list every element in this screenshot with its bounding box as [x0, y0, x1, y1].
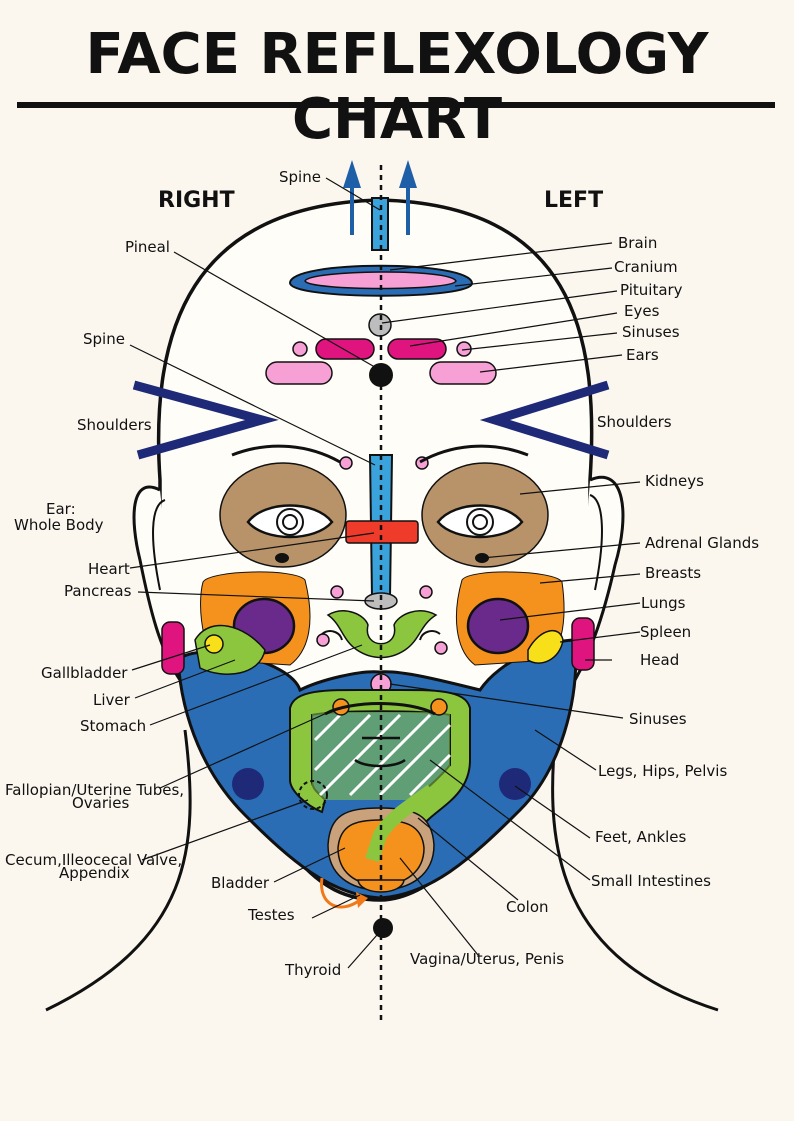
brain-label: Brain — [618, 234, 657, 252]
cecum-label-line2: Appendix — [59, 864, 130, 882]
fallopian-dot-left — [430, 698, 448, 716]
sinuses-chin-label: Sinuses — [629, 710, 687, 728]
thyroid-label: Thyroid — [284, 961, 341, 979]
right-shoulders-mark — [132, 380, 279, 460]
feet-label: Feet, Ankles — [595, 828, 687, 846]
thyroid-zone — [373, 918, 393, 938]
neck-outline-left — [551, 739, 719, 1012]
adrenal-label: Adrenal Glands — [645, 534, 759, 552]
title-underline — [17, 102, 775, 108]
ears-label: Ears — [626, 346, 659, 364]
cecum-dashed-circle — [298, 780, 328, 810]
right-sinus-dot — [292, 341, 308, 357]
small-intestines-hatch — [313, 713, 452, 797]
right-legs-dot — [232, 768, 264, 800]
up-arrows — [343, 160, 417, 235]
pituitary-label: Pituitary — [620, 281, 683, 299]
spleen-zone — [527, 630, 564, 664]
right-head-zone — [161, 621, 185, 675]
right-eyebrow — [231, 444, 341, 464]
right-eye — [246, 504, 334, 539]
nose-dot-right — [330, 585, 344, 599]
right-ear-inner — [152, 499, 166, 591]
left-eyes-zone — [387, 338, 447, 360]
fallopian-label-line1: Fallopian/Uterine Tubes, — [5, 781, 184, 799]
nose-dot-left-2 — [434, 641, 448, 655]
spine-label: Spine — [83, 330, 125, 348]
left-side-header: LEFT — [544, 188, 603, 213]
stomach-zone — [326, 610, 438, 659]
legs-label: Legs, Hips, Pelvis — [598, 762, 727, 780]
left-shoulders-mark — [479, 380, 610, 460]
left-feet-dot — [499, 768, 531, 800]
left-ears-zone — [429, 361, 497, 385]
pancreas-label: Pancreas — [64, 582, 132, 600]
left-head-zone — [571, 617, 595, 671]
kidneys-label: Kidneys — [645, 472, 704, 490]
pineal-label: Pineal — [125, 238, 170, 256]
left-lung-zone — [466, 597, 530, 655]
eyes-label: Eyes — [624, 302, 660, 320]
brain-zone — [304, 271, 457, 290]
testes-arrow — [320, 877, 361, 909]
left-eyebrow — [419, 444, 529, 464]
small-intestines-label: Small Intestines — [591, 872, 711, 890]
heart-zone — [345, 520, 419, 544]
shoulders-left-label: Shoulders — [597, 413, 672, 431]
gallbladder-label: Gallbladder — [41, 664, 128, 682]
ear-label-line2: Whole Body — [14, 516, 104, 534]
stomach-label: Stomach — [80, 717, 146, 735]
cranium-label: Cranium — [614, 258, 678, 276]
page-title: FACE REFLEXOLOGY CHART — [85, 22, 709, 152]
left-ear-inner — [589, 494, 603, 591]
colon-descending — [365, 784, 437, 863]
nose-wrinkle-left — [419, 630, 441, 641]
right-ears-zone — [265, 361, 333, 385]
breasts-label: Breasts — [645, 564, 701, 582]
fallopian-label-line2: Ovaries — [72, 794, 129, 812]
liver-label: Liver — [93, 691, 131, 709]
neck-outline — [45, 729, 192, 1012]
cecum-label-line1: Cecum,Illeocecal Valve, — [5, 851, 182, 869]
heart-label: Heart — [88, 560, 130, 578]
nose-dot-right-2 — [316, 633, 330, 647]
ear-label-line1: Ear: — [46, 500, 76, 518]
bladder-label: Bladder — [211, 874, 270, 892]
vagina-label: Vagina/Uterus, Penis — [410, 950, 564, 968]
leader-lines — [129, 177, 641, 969]
spleen-label: Spleen — [640, 623, 691, 641]
right-adrenal-dot — [275, 553, 289, 563]
right-side-header: RIGHT — [158, 188, 235, 213]
sinuses-top-label: Sinuses — [622, 323, 680, 341]
head-label: Head — [640, 651, 679, 669]
nose-wrinkle-right — [321, 630, 343, 641]
right-spine-dot — [339, 456, 353, 470]
colon-label: Colon — [506, 898, 549, 916]
lungs-label: Lungs — [641, 594, 686, 612]
right-eyes-zone — [315, 338, 375, 360]
left-eye — [436, 504, 524, 539]
nose-dot-left — [419, 585, 433, 599]
gallbladder-zone — [204, 634, 224, 654]
testes-label: Testes — [247, 906, 295, 924]
spine-top-label: Spine — [279, 168, 321, 186]
shoulders-right-label: Shoulders — [77, 416, 152, 434]
